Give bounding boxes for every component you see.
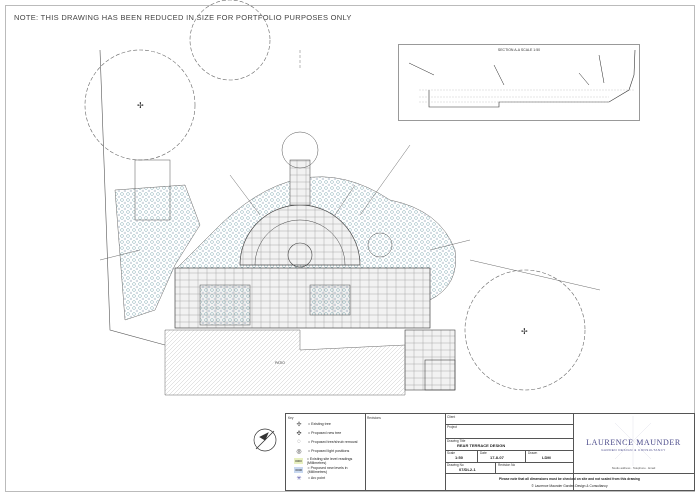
key-item: ◎ = Proposed light positions bbox=[294, 448, 350, 455]
central-feature bbox=[287, 242, 313, 268]
revisions-panel: Revisions bbox=[365, 414, 446, 490]
key-item-label: = Arc point bbox=[308, 476, 326, 480]
key-item-label: = Existing site level readings (Millimet… bbox=[306, 457, 353, 465]
existing-tree-canopy bbox=[189, 0, 271, 81]
drawing-frame bbox=[5, 5, 695, 492]
key-item-label: = Proposed light positions bbox=[308, 449, 350, 453]
drawing-no-value: 07/DL2-1 bbox=[459, 467, 476, 472]
proposed-level-icon: 0000 bbox=[294, 467, 304, 473]
drawing-title: REAR TERRACE DESIGN bbox=[457, 443, 506, 448]
drawing-disclaimer: Please note that all dimensions must be … bbox=[445, 473, 694, 490]
key-item: 0000= Existing site level readings (Mill… bbox=[294, 457, 365, 465]
key-item-label: = Existing tree bbox=[308, 422, 331, 426]
boundary-line bbox=[99, 49, 166, 346]
client-label: Client bbox=[447, 415, 456, 419]
project-label: Project bbox=[447, 425, 457, 429]
key-item: ✳ = Arc point bbox=[294, 475, 326, 482]
key-item: ✣ = Proposed new tree bbox=[294, 430, 342, 437]
north-arrow-icon bbox=[253, 428, 277, 452]
steps bbox=[289, 159, 311, 206]
copyright-text: © Laurence Maunder Garden Design & Consu… bbox=[531, 484, 608, 488]
title-block: Key ✢ = Existing tree ✣ = Proposed new tre… bbox=[285, 413, 695, 491]
date-label: Date bbox=[480, 451, 487, 455]
logo-starburst bbox=[608, 416, 658, 466]
date-value: 17-8-07 bbox=[490, 455, 504, 460]
revision-no-label: Revision No bbox=[498, 463, 516, 467]
scale-label: Scale bbox=[447, 451, 455, 455]
light-position-icon: ◎ bbox=[296, 448, 302, 455]
company-name: LAURENCE MAUNDER bbox=[586, 438, 681, 447]
tree-removal-icon: ◌ bbox=[297, 439, 301, 445]
key-item-label: = Proposed new levels in (Millimetres) bbox=[307, 466, 348, 474]
company-tagline: GARDEN DESIGN & CONSULTANCY bbox=[601, 448, 666, 452]
reduced-size-note: NOTE: THIS DRAWING HAS BEEN REDUCED IN S… bbox=[14, 13, 352, 22]
section-drawing bbox=[408, 49, 636, 108]
drawing-title-label: Drawing Title bbox=[447, 439, 466, 443]
section-elevation: SECTION A-A SCALE 1:50 bbox=[398, 44, 640, 121]
key-item-label: = Proposed new tree bbox=[308, 431, 342, 435]
key-item: ✢ = Existing tree bbox=[294, 421, 331, 428]
key-item: ◌ = Proposed tree/shrub removal bbox=[294, 439, 357, 445]
svg-text:✢: ✢ bbox=[137, 101, 144, 110]
drawn-label: Drawn bbox=[528, 451, 538, 455]
key-panel: Key ✢ = Existing tree ✣ = Proposed new tre… bbox=[286, 414, 366, 490]
disclaimer-text: Please note that all dimensions must be … bbox=[499, 477, 640, 481]
svg-text:✢: ✢ bbox=[521, 327, 528, 336]
planting-bed bbox=[114, 184, 201, 321]
key-item-label: = Proposed tree/shrub removal bbox=[308, 440, 358, 444]
section-title: SECTION A-A SCALE 1:50 bbox=[497, 48, 541, 52]
company-logo-panel: LAURENCE MAUNDER GARDEN DESIGN & CONSULT… bbox=[573, 414, 694, 490]
company-address: Studio address · Telephone · Email bbox=[611, 466, 656, 470]
drawing-no-label: Drawing No bbox=[447, 463, 464, 467]
existing-tree-icon: ✢ bbox=[296, 421, 302, 428]
revisions-label: Revisions bbox=[367, 416, 381, 420]
house-footprint bbox=[164, 329, 406, 396]
scale-value: 1:50 bbox=[455, 455, 464, 460]
proposed-tree-icon: ✣ bbox=[296, 430, 302, 437]
key-item: 0000= Proposed new levels in (Millimetre… bbox=[294, 466, 365, 474]
shed bbox=[134, 159, 171, 221]
key-label: Key bbox=[288, 416, 294, 420]
existing-tree-canopy bbox=[464, 269, 586, 391]
drawn-value: LDM bbox=[542, 455, 551, 460]
existing-level-icon: 0000 bbox=[294, 458, 303, 464]
arc-point-icon: ✳ bbox=[296, 475, 302, 482]
patio-label: PATIO bbox=[275, 361, 285, 365]
